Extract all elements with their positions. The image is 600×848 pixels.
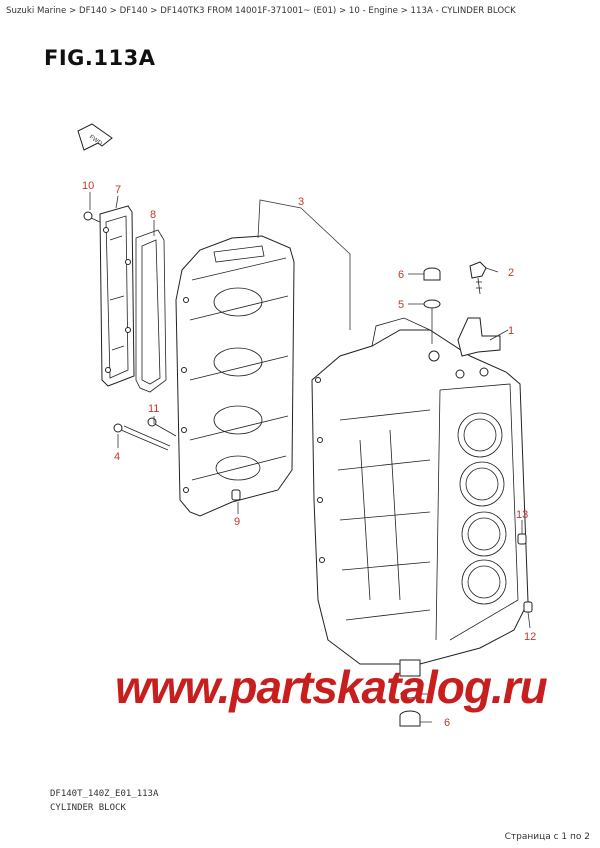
- plug-6-top: [423, 267, 441, 281]
- callout-8: 8: [150, 209, 156, 221]
- callout-4: 4: [114, 451, 120, 463]
- callout-11: 11: [148, 403, 159, 415]
- callout-7: 7: [115, 184, 121, 196]
- pin-9: [231, 489, 241, 501]
- leader-lines: [89, 192, 531, 723]
- bracket-1: [457, 317, 501, 357]
- callout-5: 5: [398, 299, 404, 311]
- crankcase: [175, 235, 295, 517]
- page-info: Страница с 1 по 2: [504, 832, 590, 842]
- washer-5-bottom: [400, 689, 420, 699]
- bolt-2: [469, 261, 487, 295]
- cylinder-cover-plate: [99, 205, 135, 387]
- callout-3: 3: [298, 196, 304, 208]
- callout-2: 2: [508, 267, 514, 279]
- callout-10: 10: [82, 180, 94, 192]
- figure-caption: CYLINDER BLOCK: [50, 803, 126, 813]
- breadcrumb[interactable]: Suzuki Marine > DF140 > DF140 > DF140TK3…: [6, 6, 516, 16]
- cover-gasket: [135, 229, 167, 393]
- watermark: www.partskatalog.ru: [115, 661, 548, 713]
- fwd-arrow-icon: FWD: [77, 123, 113, 151]
- callout-1: 1: [508, 325, 514, 337]
- bolt-10: [83, 211, 101, 223]
- callout-9: 9: [234, 516, 240, 528]
- callout-13: 13: [516, 509, 528, 521]
- washer-5: [423, 299, 441, 309]
- callout-6: 6: [398, 269, 404, 281]
- callout-6-bottom: 6: [444, 717, 450, 729]
- cylinder-block: [311, 317, 529, 677]
- figure-title: FIG.113A: [44, 46, 156, 70]
- bolt-4: [113, 423, 171, 451]
- pin-13: [517, 533, 527, 545]
- plug-6-bottom: [399, 710, 421, 727]
- figure-code: DF140T_140Z_E01_113A: [50, 789, 159, 799]
- callout-12: 12: [524, 631, 536, 643]
- plug-12: [523, 601, 533, 613]
- bolt-11: [147, 417, 177, 437]
